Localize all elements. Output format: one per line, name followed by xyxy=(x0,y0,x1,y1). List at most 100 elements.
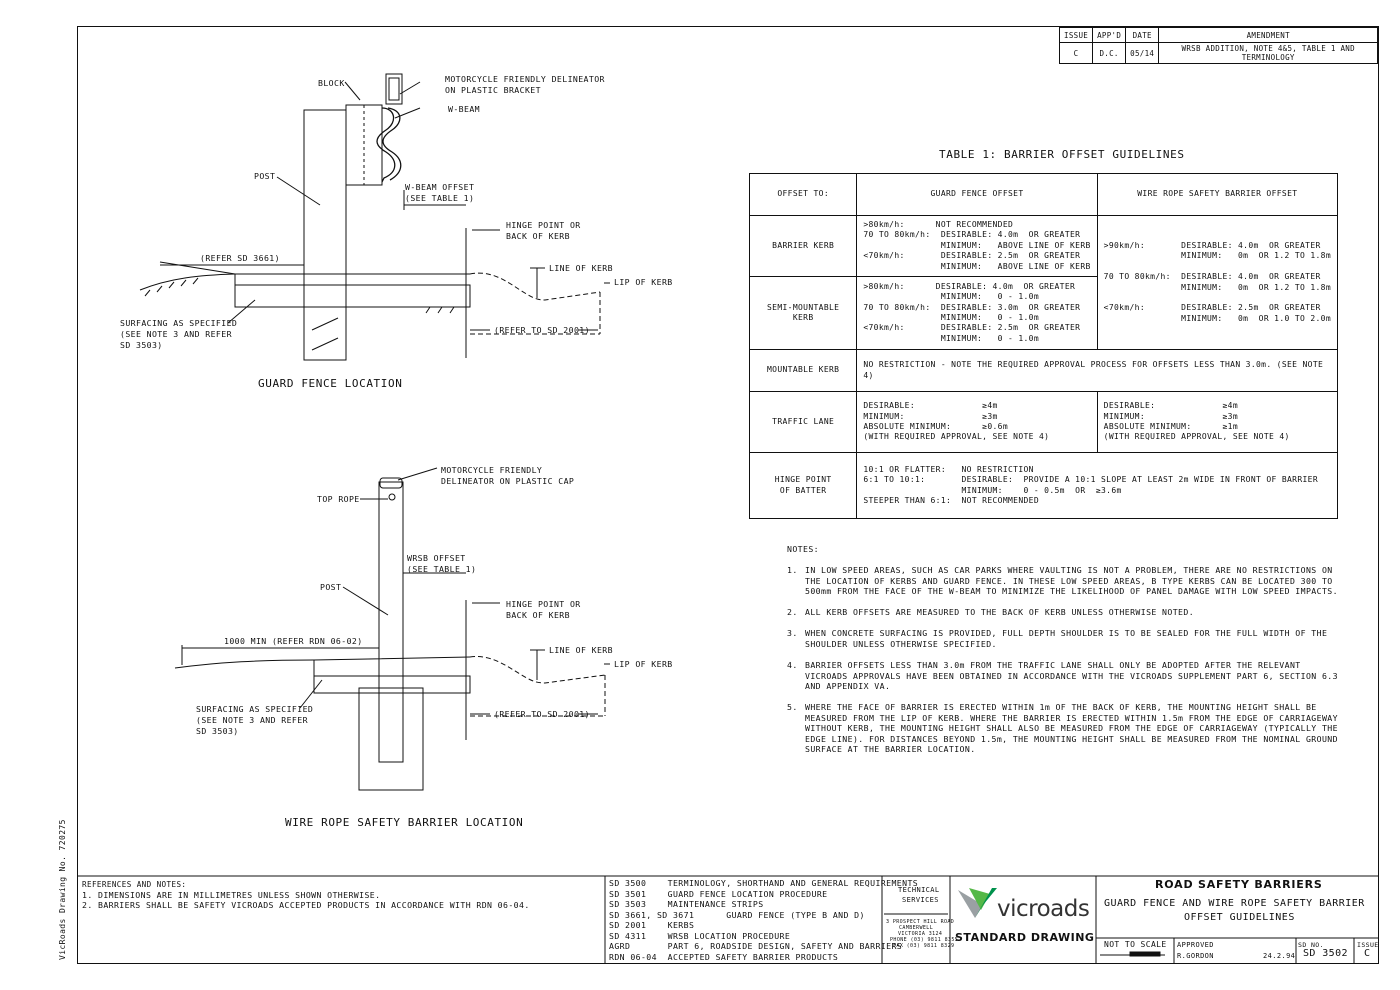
sd-number: SD 3502 xyxy=(1303,948,1348,959)
drawing-subtitle-2: OFFSET GUIDELINES xyxy=(1184,912,1295,923)
standard-ref: SD 3500 TERMINOLOGY, SHORTHAND AND GENER… xyxy=(609,878,919,888)
standard-ref: SD 2001 KERBS xyxy=(609,920,695,930)
wrsb-delineator-1: MOTORCYCLE FRIENDLY xyxy=(441,465,543,475)
wrsb-hinge-1: HINGE POINT OR xyxy=(506,599,581,609)
wrsb-offset-1: WRSB OFFSET xyxy=(407,553,466,563)
note-number: 2. xyxy=(787,607,798,617)
tech-services-2: SERVICES xyxy=(902,896,939,904)
wrsb-graphic xyxy=(174,467,610,791)
table1-hinge-label-2: OF BATTER xyxy=(779,485,827,495)
issue-value: C xyxy=(1364,948,1371,959)
table1-hinge-text: 10:1 OR FLATTER: NO RESTRICTION 6:1 TO 1… xyxy=(856,452,1338,520)
address-1: 3 PROSPECT HILL ROAD xyxy=(886,919,955,925)
vicroads-logo-text: vicroads xyxy=(997,896,1090,922)
note-number: 4. xyxy=(787,660,798,670)
wrsb-hinge-2: BACK OF KERB xyxy=(506,610,570,620)
note-number: 1. xyxy=(787,565,798,575)
note-text: WHERE THE FACE OF BARRIER IS ERECTED WIT… xyxy=(805,702,1338,754)
note-number: 5. xyxy=(787,702,798,712)
address-3: VICTORIA 3124 xyxy=(898,931,943,937)
table1-header-wrsb: WIRE ROPE SAFETY BARRIER OFFSET xyxy=(1096,173,1339,216)
table1-title: TABLE 1: BARRIER OFFSET GUIDELINES xyxy=(939,148,1185,161)
tech-services-1: TECHNICAL xyxy=(898,886,940,894)
address-5: FAX (03) 9811 8329 xyxy=(893,943,955,949)
gf-post-label: POST xyxy=(254,171,276,181)
table1-traffic-lane-label: TRAFFIC LANE xyxy=(748,391,858,454)
gf-wbeam-label: W-BEAM xyxy=(448,104,480,114)
address-2: CAMBERWELL xyxy=(899,925,934,931)
sd-no-label: SD NO. xyxy=(1298,941,1324,949)
note-text: WHEN CONCRETE SURFACING IS PROVIDED, FUL… xyxy=(805,628,1328,649)
gf-post-graphic xyxy=(139,73,610,361)
standard-ref: AGRD PART 6, ROADSIDE DESIGN, SAFETY AND… xyxy=(609,941,903,951)
standard-ref: RDN 06-04 ACCEPTED SAFETY BARRIER PRODUC… xyxy=(609,951,839,962)
wrsb-offset-2: (SEE TABLE 1) xyxy=(407,564,477,574)
table1-mountable-text: NO RESTRICTION - NOTE THE REQUIRED APPRO… xyxy=(856,349,1338,393)
standard-ref: SD 3501 GUARD FENCE LOCATION PROCEDURE xyxy=(609,888,828,899)
amend-appd: D.C. xyxy=(1092,42,1127,64)
wrsb-delineator-2: DELINEATOR ON PLASTIC CAP xyxy=(441,476,575,486)
standard-drawing-label: STANDARD DRAWING xyxy=(955,931,1095,944)
table1: OFFSET TO: GUARD FENCE OFFSET WIRE ROPE … xyxy=(748,173,1339,520)
table1-semi-mountable-label: SEMI-MOUNTABLE KERB xyxy=(748,276,858,351)
table1-traffic-lane-wrsb: DESIRABLE: ≥4m MINIMUM: ≥3m ABSOLUTE MIN… xyxy=(1096,391,1339,454)
gf-line-of-kerb: LINE OF KERB xyxy=(549,263,613,273)
table1-barrier-kerb-label: BARRIER KERB xyxy=(748,214,858,278)
notes-heading: NOTES: xyxy=(787,544,819,554)
table1-kerb-wrsb: >90km/h: DESIRABLE: 4.0m OR GREATER MINI… xyxy=(1096,214,1339,351)
wrsb-lip-of-kerb: LIP OF KERB xyxy=(614,659,673,669)
amendment-table: ISSUE APP'D DATE AMENDMENT C D.C. 05/14 … xyxy=(1058,27,1379,64)
gf-refer-2001: (REFER TO SD 2001) xyxy=(494,325,590,335)
amend-text: WRSB ADDITION, NOTE 4&5, TABLE 1 AND TER… xyxy=(1158,42,1379,64)
refs-note-1: 1. DIMENSIONS ARE IN MILLIMETRES UNLESS … xyxy=(82,890,381,900)
gf-refer-3661: (REFER SD 3661) xyxy=(200,253,280,263)
standard-ref: SD 3503 MAINTENANCE STRIPS xyxy=(609,899,764,909)
wrsb-surfacing-1: SURFACING AS SPECIFIED xyxy=(196,704,314,714)
gf-delineator-label-2: ON PLASTIC BRACKET xyxy=(445,85,541,95)
wrsb-post-label: POST xyxy=(320,582,342,592)
gf-offset-label-1: W-BEAM OFFSET xyxy=(405,182,475,192)
not-to-scale: NOT TO SCALE xyxy=(1104,940,1167,949)
wrsb-top-rope: TOP ROPE xyxy=(317,494,360,504)
drawing-border xyxy=(77,26,1379,964)
table1-mountable-label: MOUNTABLE KERB xyxy=(748,349,858,393)
note-text: BARRIER OFFSETS LESS THAN 3.0m FROM THE … xyxy=(805,660,1338,691)
gf-hinge-label-1: HINGE POINT OR xyxy=(506,220,581,230)
drawing-subtitle-1: GUARD FENCE AND WIRE ROPE SAFETY BARRIER xyxy=(1104,898,1365,909)
standard-ref: SD 4311 WRSB LOCATION PROCEDURE xyxy=(609,930,791,941)
gf-surfacing-1: SURFACING AS SPECIFIED xyxy=(120,318,238,328)
gf-surfacing-2: (SEE NOTE 3 AND REFER xyxy=(120,329,232,339)
title-block-frame xyxy=(78,875,1379,963)
standard-ref: SD 3661, SD 3671 GUARD FENCE (TYPE B AND… xyxy=(609,909,865,920)
gf-delineator-label-1: MOTORCYCLE FRIENDLY DELINEATOR xyxy=(445,74,605,84)
amend-date: 05/14 xyxy=(1125,42,1160,64)
gf-surfacing-3: SD 3503) xyxy=(120,340,163,350)
refs-note-2: 2. BARRIERS SHALL BE SAFETY VICROADS ACC… xyxy=(82,900,530,910)
wrsb-title: WIRE ROPE SAFETY BARRIER LOCATION xyxy=(285,816,524,829)
amend-issue: C xyxy=(1058,42,1094,64)
refs-heading: REFERENCES AND NOTES: xyxy=(82,880,187,889)
wrsb-line-of-kerb: LINE OF KERB xyxy=(549,645,613,655)
address-4: PHONE (03) 9811 8355 xyxy=(890,937,959,943)
table1-hinge-label-1: HINGE POINT xyxy=(774,475,832,485)
wrsb-1000-min: 1000 MIN (REFER RDN 06-02) xyxy=(224,636,363,646)
note-number: 3. xyxy=(787,628,798,638)
gf-offset-label-2: (SEE TABLE 1) xyxy=(405,193,475,203)
drawing-main-title: ROAD SAFETY BARRIERS xyxy=(1155,878,1323,891)
gf-block-label: BLOCK xyxy=(318,78,345,88)
table1-barrier-kerb-gf: >80km/h: NOT RECOMMENDED 70 TO 80km/h: D… xyxy=(856,214,1098,278)
vicroads-logo-mark xyxy=(958,888,997,918)
wrsb-refer-2001: (REFER TO SD 2001) xyxy=(494,709,590,719)
wrsb-surfacing-2: (SEE NOTE 3 AND REFER xyxy=(196,715,308,725)
table1-semi-mountable-gf: >80km/h: DESIRABLE: 4.0m OR GREATER MINI… xyxy=(856,276,1098,351)
gf-lip-of-kerb: LIP OF KERB xyxy=(614,277,673,287)
table1-header-gf: GUARD FENCE OFFSET xyxy=(856,173,1098,216)
table1-header-offset: OFFSET TO: xyxy=(748,173,858,216)
approver-name: R.GORDON xyxy=(1177,952,1214,960)
wrsb-surfacing-3: SD 3503) xyxy=(196,726,239,736)
approved-label: APPROVED xyxy=(1177,941,1214,949)
note-text: IN LOW SPEED AREAS, SUCH AS CAR PARKS WH… xyxy=(805,565,1338,596)
gf-hinge-label-2: BACK OF KERB xyxy=(506,231,570,241)
